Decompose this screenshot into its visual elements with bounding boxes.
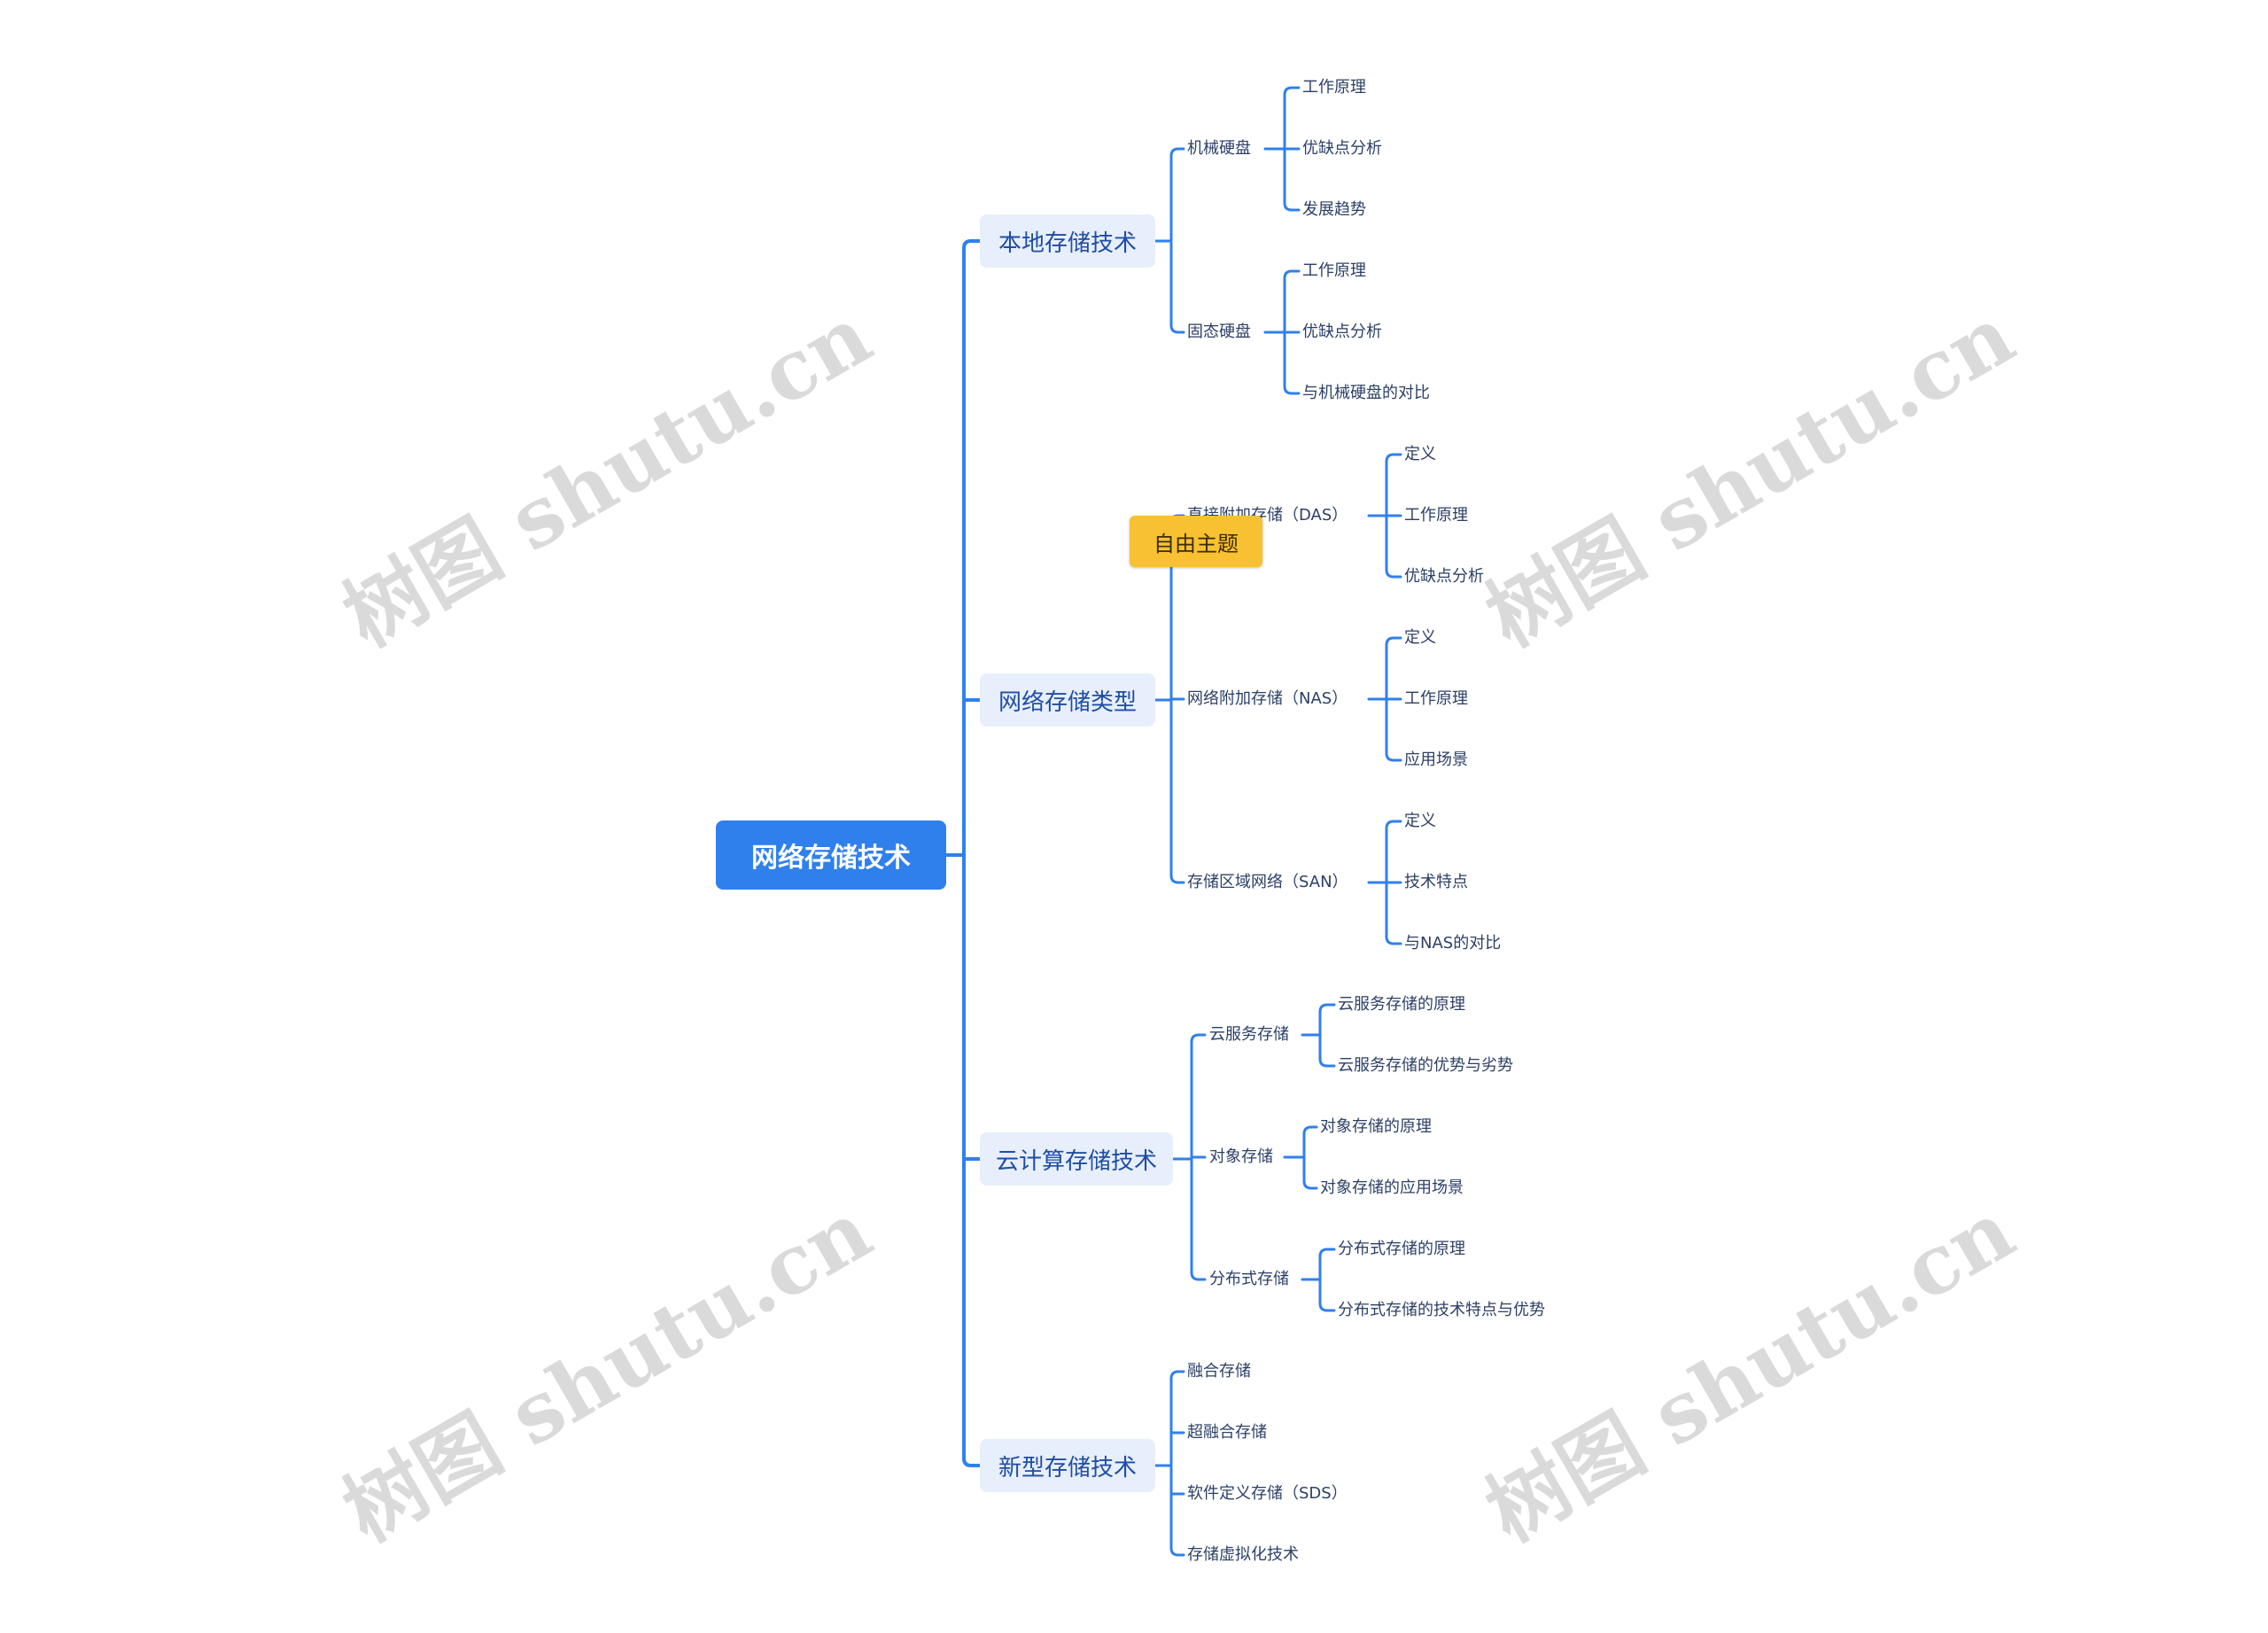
connector-line (1190, 1271, 1207, 1281)
subtopic-ssd-principle[interactable]: 工作原理 (1302, 261, 1366, 280)
subtopic-san-features[interactable]: 技术特点 (1404, 873, 1468, 891)
topic-ssd[interactable]: 固态硬盘 (1187, 323, 1251, 341)
topic-storage-virtualization[interactable]: 存储虚拟化技术 (1187, 1545, 1299, 1564)
subtopic-object-principle[interactable]: 对象存储的原理 (1320, 1117, 1432, 1136)
free-topic[interactable]: 自由主题 (1130, 516, 1262, 567)
subtopic-das-principle[interactable]: 工作原理 (1404, 506, 1468, 525)
connector-line (1169, 1370, 1185, 1380)
connector-line (962, 239, 982, 250)
connector-line (1385, 935, 1402, 945)
subtopic-nas-principle[interactable]: 工作原理 (1404, 689, 1468, 708)
subtopic-nas-scenarios[interactable]: 应用场景 (1404, 750, 1468, 769)
subtopic-ssd-vs-hdd[interactable]: 与机械硬盘的对比 (1302, 384, 1430, 402)
subtopic-das-definition[interactable]: 定义 (1404, 445, 1436, 463)
branch-network-storage-types[interactable]: 网络存储类型 (980, 673, 1155, 727)
subtopic-san-vs-nas[interactable]: 与NAS的对比 (1404, 934, 1502, 953)
connector-line (1302, 1125, 1318, 1136)
connector-line (962, 1457, 982, 1467)
subtopic-distributed-features[interactable]: 分布式存储的技术特点与优势 (1338, 1301, 1545, 1319)
connector-line (1169, 147, 1185, 158)
connector-line (1385, 568, 1402, 579)
connector-line (1318, 1248, 1336, 1258)
subtopic-das-pros-cons[interactable]: 优缺点分析 (1404, 567, 1484, 586)
connector-line (1169, 1546, 1185, 1557)
topic-sds[interactable]: 软件定义存储（SDS） (1187, 1484, 1348, 1503)
connector-line (1169, 874, 1185, 884)
subtopic-hdd-trend[interactable]: 发展趋势 (1302, 200, 1366, 219)
connector-line (1385, 751, 1402, 762)
topic-hyperconverged-storage[interactable]: 超融合存储 (1187, 1423, 1267, 1442)
subtopic-san-definition[interactable]: 定义 (1404, 812, 1436, 830)
connector-line (1302, 1179, 1318, 1190)
connector-line (1169, 323, 1185, 334)
subtopic-distributed-principle[interactable]: 分布式存储的原理 (1338, 1240, 1465, 1258)
subtopic-hdd-principle[interactable]: 工作原理 (1302, 78, 1366, 97)
connector-line (1283, 269, 1301, 280)
topic-san[interactable]: 存储区域网络（SAN） (1187, 873, 1348, 891)
subtopic-cloud-pros-cons[interactable]: 云服务存储的优势与劣势 (1338, 1056, 1513, 1075)
topic-object-storage[interactable]: 对象存储 (1209, 1147, 1273, 1166)
connector-line (1385, 820, 1402, 830)
branch-local-storage[interactable]: 本地存储技术 (980, 214, 1155, 268)
subtopic-hdd-pros-cons[interactable]: 优缺点分析 (1302, 139, 1382, 158)
connector-line (1190, 1033, 1207, 1044)
connector-line (1318, 1057, 1336, 1068)
branch-cloud-storage[interactable]: 云计算存储技术 (980, 1132, 1173, 1186)
connector-line (1283, 385, 1301, 395)
connector-line (1385, 453, 1402, 463)
topic-nas[interactable]: 网络附加存储（NAS） (1187, 689, 1348, 708)
branch-new-storage[interactable]: 新型存储技术 (980, 1439, 1155, 1492)
root-topic[interactable]: 网络存储技术 (716, 820, 946, 890)
topic-distributed-storage[interactable]: 分布式存储 (1209, 1270, 1289, 1288)
subtopic-object-scenarios[interactable]: 对象存储的应用场景 (1320, 1178, 1464, 1197)
topic-cloud-service-storage[interactable]: 云服务存储 (1209, 1025, 1289, 1044)
connector-line (1318, 1003, 1336, 1014)
subtopic-cloud-principle[interactable]: 云服务存储的原理 (1338, 995, 1465, 1014)
connector-line (1283, 86, 1301, 97)
subtopic-ssd-pros-cons[interactable]: 优缺点分析 (1302, 323, 1382, 341)
connector-line (1283, 201, 1301, 212)
connector-line (1385, 636, 1402, 647)
subtopic-nas-definition[interactable]: 定义 (1404, 628, 1436, 647)
connector-line (1318, 1302, 1336, 1312)
topic-converged-storage[interactable]: 融合存储 (1187, 1362, 1251, 1380)
topic-hdd[interactable]: 机械硬盘 (1187, 139, 1251, 158)
